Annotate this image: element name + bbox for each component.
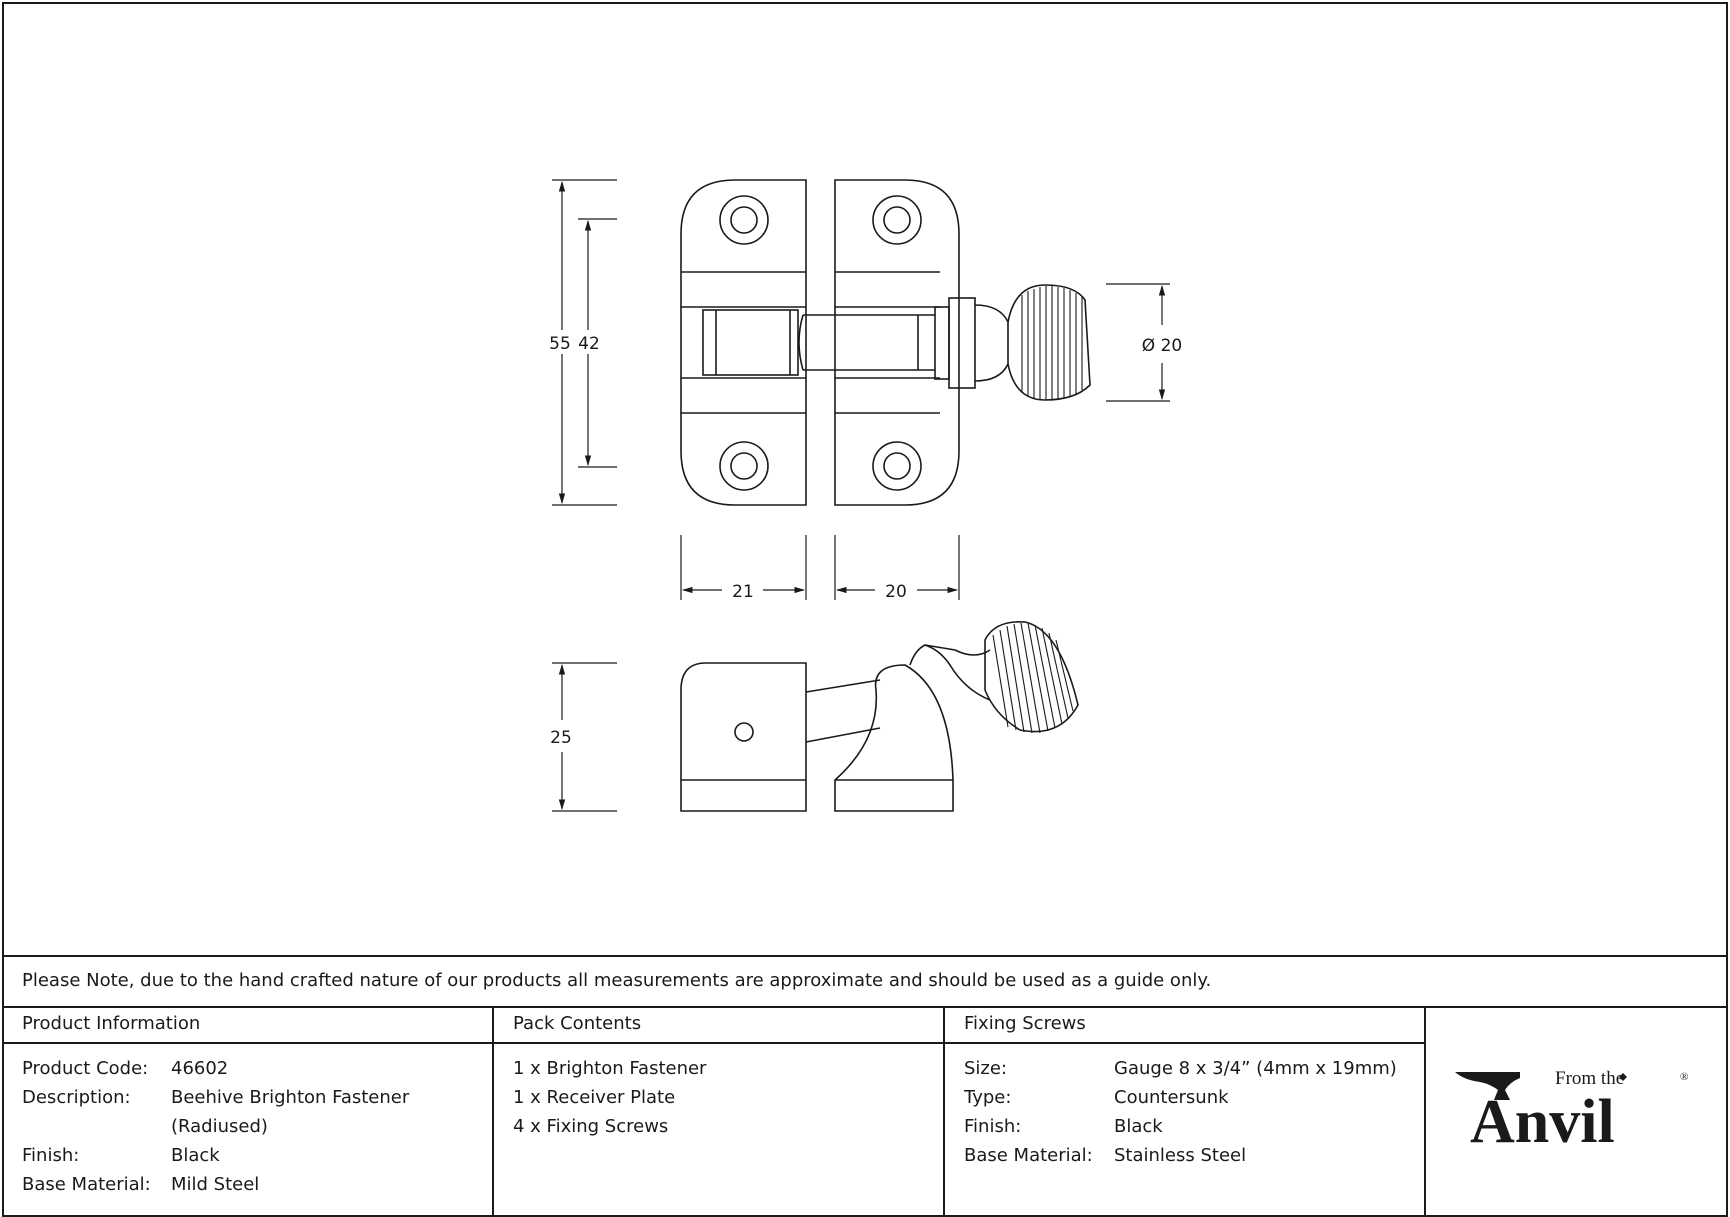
screw-material-value: Stainless Steel (1114, 1145, 1247, 1166)
technical-drawing: 55 42 21 20 Ø 20 25 (549, 179, 1183, 812)
side-view (680, 621, 1079, 812)
fastener-plate (834, 179, 960, 506)
product-info-title: Product Information (22, 1013, 201, 1034)
divider (2, 1042, 1426, 1044)
pack-contents-title: Pack Contents (513, 1013, 642, 1034)
receiver-plate (680, 179, 807, 506)
screw-size-value: Gauge 8 x 3/4” (4mm x 19mm) (1114, 1058, 1397, 1079)
fixing-screws-title: Fixing Screws (964, 1013, 1086, 1034)
product-code-value: 46602 (171, 1058, 229, 1079)
dim-knob-diameter: Ø 20 (1142, 336, 1182, 356)
screw-material-label: Base Material: (964, 1145, 1093, 1166)
logo-big-text: Anvil (1470, 1088, 1615, 1150)
logo-small-text: From the (1555, 1068, 1624, 1089)
finish-label: Finish: (22, 1145, 80, 1166)
screw-size-label: Size: (964, 1058, 1008, 1079)
base-material-value: Mild Steel (171, 1174, 260, 1195)
screw-type-label: Type: (964, 1087, 1012, 1108)
screw-hole (872, 441, 922, 491)
beehive-knob-side (984, 621, 1079, 733)
dim-height-holes: 42 (578, 334, 600, 354)
pack-item: 4 x Fixing Screws (513, 1116, 669, 1137)
screw-finish-value: Black (1114, 1116, 1163, 1137)
top-view (680, 179, 1091, 506)
description-value-cont: (Radiused) (171, 1116, 268, 1137)
dim-height-total: 55 (549, 334, 571, 354)
base-material-label: Base Material: (22, 1174, 151, 1195)
screw-hole (719, 195, 769, 245)
description-label: Description: (22, 1087, 131, 1108)
dim-width-right: 20 (885, 582, 907, 602)
beehive-knob (1007, 284, 1091, 401)
pack-item: 1 x Brighton Fastener (513, 1058, 707, 1079)
divider (2, 1006, 1726, 1008)
screw-hole (719, 441, 769, 491)
dim-depth: 25 (550, 728, 572, 748)
dimension-lines (552, 179, 1170, 812)
logo-registered: ® (1680, 1071, 1688, 1083)
finish-value: Black (171, 1145, 220, 1166)
dim-width-left: 21 (732, 582, 754, 602)
anvil-logo: From the Anvil ® (1450, 1060, 1690, 1156)
pack-item: 1 x Receiver Plate (513, 1087, 676, 1108)
divider (943, 1006, 945, 1215)
divider (492, 1006, 494, 1215)
divider (2, 955, 1726, 957)
description-value: Beehive Brighton Fastener (171, 1087, 410, 1108)
screw-type-value: Countersunk (1114, 1087, 1229, 1108)
divider (1424, 1006, 1426, 1215)
screw-hole (872, 195, 922, 245)
measurement-note: Please Note, due to the hand crafted nat… (22, 970, 1212, 991)
screw-finish-label: Finish: (964, 1116, 1022, 1137)
product-code-label: Product Code: (22, 1058, 149, 1079)
